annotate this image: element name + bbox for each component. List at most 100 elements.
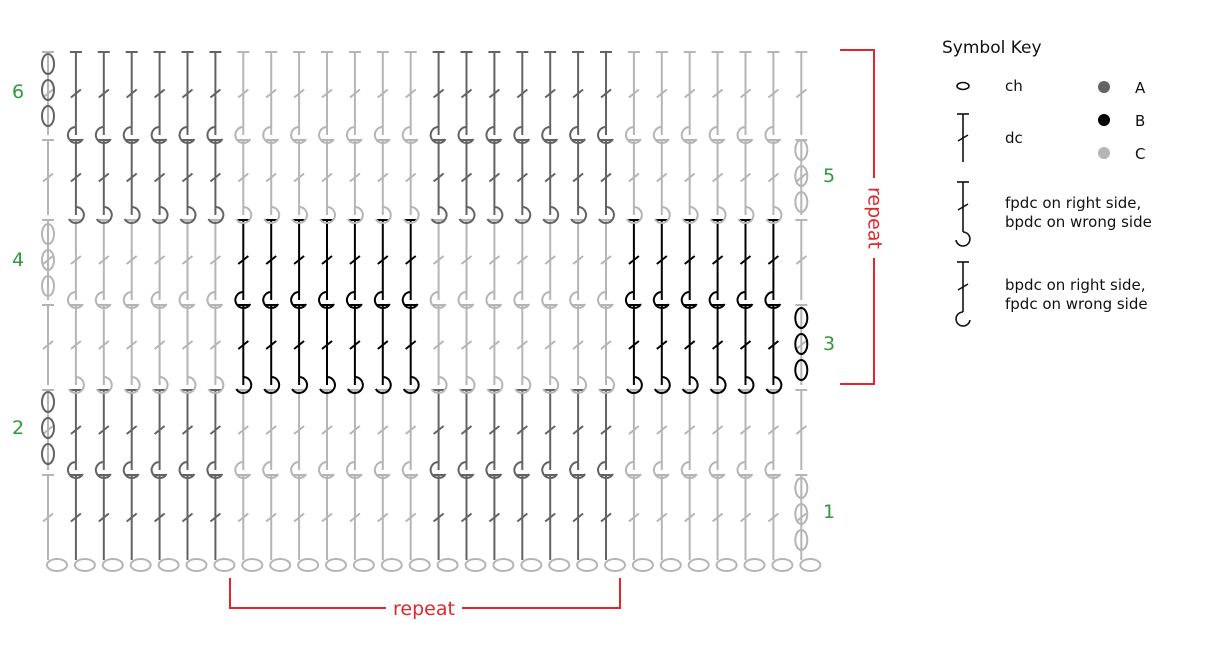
- row4-stitch-7-bar: [237, 255, 249, 265]
- row3-stitch-3-bar: [126, 340, 138, 350]
- row1-stitch-9-bar: [293, 512, 305, 523]
- chain-icon: [956, 81, 970, 91]
- row5-stitch-24-bar: [711, 172, 724, 183]
- row4-stitch-7-hook: [234, 291, 252, 309]
- row1-stitch-8-bar: [265, 512, 277, 523]
- horizontal-repeat-bracket: [229, 578, 621, 609]
- row5-stitch-3-hook: [123, 206, 141, 224]
- row4-stitch-12-bar: [377, 255, 389, 265]
- dc-icon: [957, 113, 969, 162]
- row2-stitch-1-hook: [67, 461, 84, 479]
- row2-stitch-22-bar: [656, 425, 668, 435]
- row3-turning-chain-2: [794, 359, 809, 381]
- row5-stitch-4-hook: [151, 206, 169, 224]
- row3-stitch-1-hook: [68, 376, 85, 394]
- row1-stitch-10-bar: [321, 512, 333, 523]
- row3-stitch-7-bar: [237, 340, 249, 350]
- row1-turning-chain-1: [794, 503, 809, 525]
- row1-turning-chain-0: [794, 477, 809, 499]
- row1-stitch-23-bar: [684, 512, 696, 523]
- key-label-dc: dc: [1005, 129, 1023, 147]
- row3-stitch-21-hook: [626, 376, 643, 394]
- row6-stitch-3-hook: [122, 126, 140, 144]
- foundation-chain-13: [408, 558, 431, 572]
- row5-stitch-14-bar: [432, 172, 445, 183]
- row4-stitch-8-bar: [265, 255, 277, 265]
- row2-stitch-6-hook: [206, 461, 224, 479]
- row6-stitch-5-hook: [178, 126, 196, 144]
- color-label-a: A: [1135, 79, 1146, 97]
- row2-stitch-18-hook: [541, 461, 559, 479]
- row5-stitch-10-hook: [319, 206, 336, 224]
- foundation-chain-0: [46, 558, 68, 572]
- row2-stitch-11-bar: [349, 425, 361, 435]
- color-swatch-c: [1098, 147, 1110, 159]
- row4-stitch-21-bar: [628, 255, 640, 265]
- row4-stitch-15-hook: [457, 291, 475, 309]
- row4-stitch-6-hook: [206, 291, 224, 309]
- row2-stitch-2-hook: [94, 461, 112, 479]
- row3-stitch-25-hook: [737, 376, 755, 394]
- row4-turning-chain-2: [41, 275, 55, 297]
- row4-stitch-24-bar: [711, 255, 724, 265]
- foundation-chain-23: [687, 558, 710, 572]
- row5-stitch-26-bar: [767, 172, 780, 183]
- row3-stitch-19-bar: [572, 340, 584, 350]
- row2-stitch-4-hook: [150, 461, 168, 479]
- row6-stitch-12-bar: [377, 88, 389, 99]
- row3-stitch-27-bar: [795, 340, 807, 350]
- row3-stitch-18-bar: [544, 340, 556, 350]
- key-label-bpdc-1: bpdc on right side,: [1005, 276, 1146, 294]
- row5-stitch-23-bar: [684, 172, 696, 183]
- row1-stitch-11-bar: [349, 512, 361, 523]
- row6-stitch-12-hook: [373, 126, 391, 144]
- foundation-chain-15: [464, 558, 487, 572]
- row6-stitch-13-hook: [401, 126, 419, 144]
- row2-stitch-16-bar: [488, 425, 501, 435]
- row4-stitch-13-bar: [405, 255, 417, 265]
- foundation-chain-22: [659, 558, 682, 572]
- row2-stitch-24-hook: [708, 461, 726, 479]
- row2-stitch-13-bar: [405, 425, 417, 435]
- row6-stitch-20-bar: [600, 88, 612, 99]
- row2-stitch-27-bar: [795, 425, 807, 435]
- foundation-chain-10: [325, 558, 347, 572]
- row1-stitch-16-bar: [488, 512, 501, 523]
- row5-stitch-27-bar: [795, 172, 807, 183]
- row4-stitch-6-bar: [209, 255, 222, 265]
- row3-stitch-25-bar: [739, 340, 752, 350]
- row5-stitch-11-bar: [349, 172, 361, 183]
- row2-stitch-7-bar: [237, 425, 249, 435]
- row5-stitch-24-hook: [709, 206, 727, 224]
- row6-stitch-3-bar: [126, 88, 138, 99]
- row6-stitch-11-hook: [346, 126, 363, 144]
- row6-stitch-16-bar: [488, 88, 501, 99]
- foundation-chain-1: [73, 558, 96, 572]
- fpdc-icon: [955, 181, 971, 247]
- color-swatch-a: [1098, 81, 1110, 93]
- row3-stitch-12-bar: [377, 340, 389, 350]
- row6-stitch-25-hook: [736, 126, 754, 144]
- row-label-5: 5: [823, 165, 835, 187]
- row5-stitch-18-hook: [542, 206, 560, 224]
- row4-stitch-21-hook: [625, 291, 642, 309]
- row5-stitch-26-hook: [765, 206, 783, 224]
- row3-stitch-14-hook: [430, 376, 448, 394]
- row3-stitch-26-bar: [767, 340, 780, 350]
- row6-stitch-20-hook: [597, 126, 614, 144]
- row4-stitch-14-hook: [429, 291, 447, 309]
- foundation-chain-5: [185, 558, 208, 572]
- bpdc-icon: [955, 261, 971, 327]
- key-title: Symbol Key: [942, 38, 1042, 58]
- color-label-c: C: [1135, 145, 1145, 163]
- row3-turning-chain-1: [794, 333, 809, 355]
- row3-stitch-26-hook: [765, 376, 783, 394]
- row6-stitch-15-hook: [457, 126, 475, 144]
- row6-stitch-0-bar: [42, 88, 54, 99]
- row-label-3: 3: [823, 333, 835, 355]
- row2-stitch-14-bar: [432, 425, 445, 435]
- row2-stitch-19-hook: [569, 461, 586, 479]
- foundation-chain-7: [241, 558, 264, 572]
- row6-stitch-18-hook: [541, 126, 559, 144]
- row3-stitch-16-hook: [486, 376, 504, 394]
